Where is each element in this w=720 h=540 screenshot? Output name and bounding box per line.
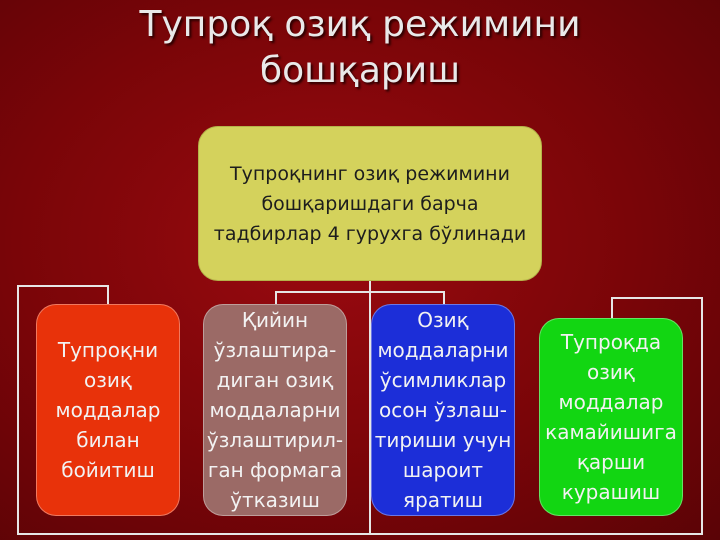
group-line: моддалар [55, 398, 161, 422]
group-line: озиқ [587, 360, 635, 384]
group-line: Тупроқда [560, 330, 662, 354]
group-line: камайишига [545, 420, 677, 444]
group-line: осон ўзлаш- [379, 398, 507, 422]
group-node-1-text: Тупроқни озиқ моддалар билан бойитиш [56, 335, 161, 485]
root-node: Тупроқнинг озиқ режимини бошқаришдаги ба… [198, 126, 542, 281]
group-line: тириши учун [374, 428, 512, 452]
group-line: Тупроқни [57, 338, 159, 362]
root-line: тадбирлар 4 гурухга бўлинади [213, 222, 527, 245]
connector-group-1 [17, 285, 370, 535]
connector-group-4 [370, 297, 703, 535]
group-line: яратиш [403, 488, 483, 512]
group-line: Қийин [241, 308, 309, 332]
group-line: ўсимликлар [379, 368, 507, 392]
group-line: озиқ [84, 368, 132, 392]
group-node-3-text: Озиқ моддаларни ўсимликлар осон ўзлаш- т… [375, 305, 512, 515]
root-line: Тупроқнинг озиқ режимини [230, 162, 510, 185]
group-line: ўзлаштирил- [206, 428, 344, 452]
group-node-3: Озиқ моддаларни ўсимликлар осон ўзлаш- т… [371, 304, 515, 516]
slide-title-line-2: бошқариш [259, 50, 461, 91]
group-line: моддаларни [377, 338, 509, 362]
group-line: моддалар [558, 390, 664, 414]
group-line: шароит [402, 458, 484, 482]
group-line: моддаларни [209, 398, 341, 422]
connector-group-3 [370, 291, 445, 304]
group-line: ўтказиш [230, 488, 320, 512]
group-line: ўзлаштира- [213, 338, 337, 362]
slide-title: Тупроқ озиқ режимини бошқариш [0, 2, 720, 94]
group-node-2-text: Қийин ўзлаштира- диган озиқ моддаларни ў… [207, 305, 343, 515]
group-line: курашиш [561, 480, 661, 504]
group-node-1: Тупроқни озиқ моддалар билан бойитиш [36, 304, 180, 516]
group-node-4-text: Тупроқда озиқ моддалар камайишига қарши … [545, 327, 677, 507]
connector-group-2 [275, 291, 370, 304]
group-node-4: Тупроқда озиқ моддалар камайишига қарши … [539, 318, 683, 516]
group-node-2: Қийин ўзлаштира- диган озиқ моддаларни ў… [203, 304, 347, 516]
group-line: бойитиш [61, 458, 155, 482]
root-line: бошқаришдаги барча [261, 192, 479, 215]
group-line: билан [76, 428, 140, 452]
group-line: ган формага [207, 458, 343, 482]
group-line: қарши [576, 450, 646, 474]
slide-title-line-1: Тупроқ озиқ режимини [139, 4, 581, 45]
group-line: диган озиқ [216, 368, 334, 392]
group-line: Озиқ [417, 308, 469, 332]
root-node-text: Тупроқнинг озиқ режимини бошқаришдаги ба… [214, 159, 526, 249]
